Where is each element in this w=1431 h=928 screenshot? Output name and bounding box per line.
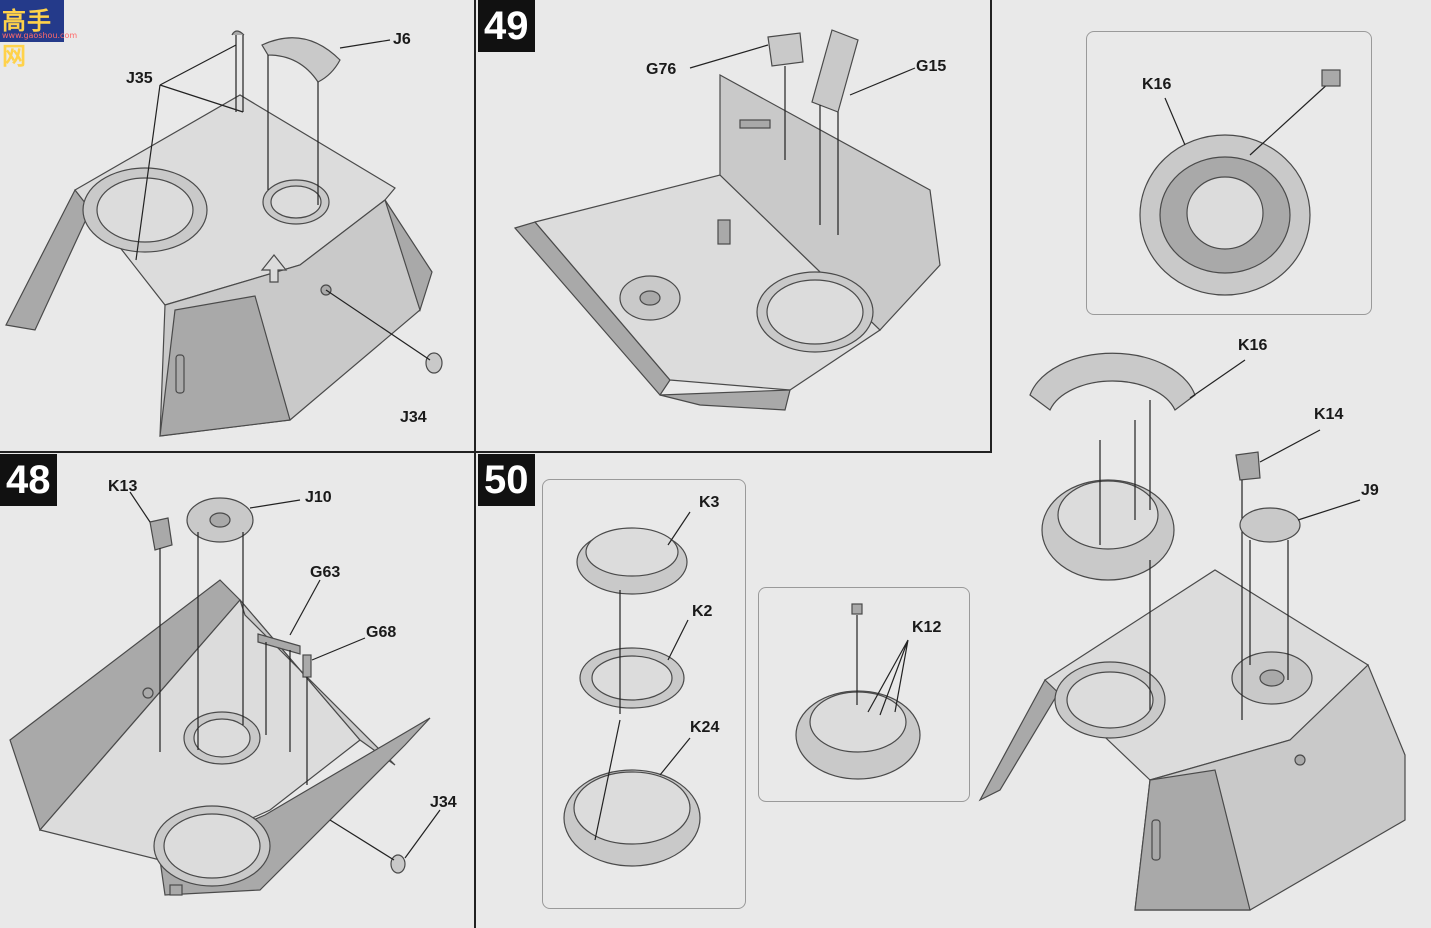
divider-horizontal-left [0, 451, 476, 453]
label-k12: K12 [912, 619, 942, 636]
label-g76: G76 [646, 61, 677, 78]
part-j34-top-plug [325, 289, 443, 374]
part-j9-disc [1239, 499, 1361, 680]
divider-step49-right [990, 0, 992, 453]
k12-detail-frame [758, 587, 970, 802]
step-number-50: 50 [478, 454, 535, 506]
label-j9: J9 [1361, 482, 1379, 499]
part-k13-block [129, 491, 173, 752]
step47-roof-assembly [5, 94, 433, 437]
label-j10: J10 [305, 489, 332, 506]
divider-step49-bottom [476, 451, 992, 453]
label-g15: G15 [916, 58, 947, 75]
label-j34-top: J34 [400, 409, 427, 426]
part-j34-bottom-plug [329, 809, 441, 874]
label-j6: J6 [393, 31, 411, 48]
label-k2: K2 [692, 603, 713, 620]
k16-detail-ring [1139, 69, 1341, 296]
step-number-49: 49 [478, 0, 535, 52]
part-g76-box [689, 32, 804, 160]
label-k13: K13 [108, 478, 138, 495]
step48-floor-assembly [9, 579, 431, 896]
step50-parts-frame [542, 479, 746, 909]
step49-floor-assembly [513, 73, 941, 411]
watermark-url: www.gaoshou.com [2, 31, 78, 40]
right-turret-assembly [978, 352, 1406, 911]
step-number-48: 48 [0, 454, 57, 506]
label-g68: G68 [366, 624, 397, 641]
label-k3: K3 [699, 494, 720, 511]
k16-placement-arrows [1099, 400, 1151, 545]
label-k16-assembly: K16 [1238, 337, 1268, 354]
label-k16-detail: K16 [1142, 76, 1172, 93]
label-j34-bottom: J34 [430, 794, 457, 811]
leader-j6 [339, 39, 391, 49]
part-j6-ring [261, 37, 341, 205]
k16-detail-frame [1086, 31, 1372, 315]
label-g63: G63 [310, 564, 341, 581]
divider-vertical-left [474, 0, 476, 928]
part-g63-bracket [257, 579, 321, 752]
part-j35-pins [231, 30, 245, 112]
part-g68-handle [302, 637, 366, 785]
part-j10-ring [186, 497, 301, 750]
k12-detail-drawing [795, 603, 921, 780]
watermark-mark: 高手网 [2, 7, 52, 70]
leader-k16-assembly [1189, 359, 1246, 399]
step50-ring-stack [563, 511, 701, 867]
label-k24: K24 [690, 719, 720, 736]
label-k14: K14 [1314, 406, 1344, 423]
label-j35: J35 [126, 70, 153, 87]
watermark-logo: 高手网 www.gaoshou.com [0, 0, 77, 70]
leader-j35 [135, 44, 244, 261]
part-g15-frame [811, 29, 916, 235]
